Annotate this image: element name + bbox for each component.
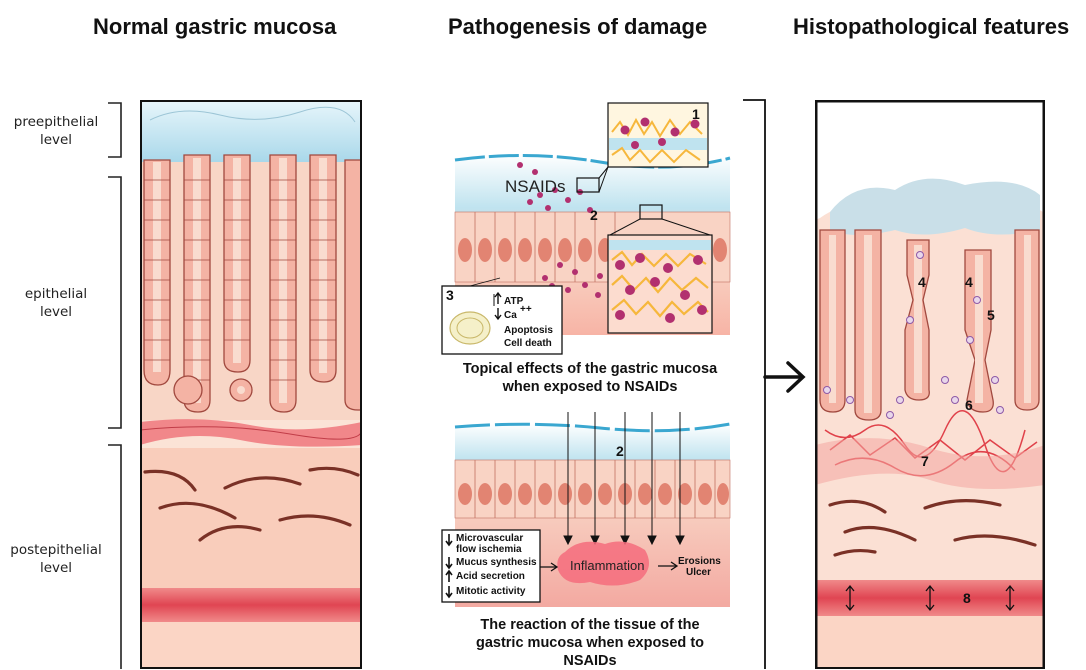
reaction-cells-row: [455, 460, 730, 518]
svg-text:Cell death: Cell death: [504, 338, 552, 349]
inflammation-label: Inflammation: [570, 558, 644, 573]
svg-text:Acid secretion: Acid secretion: [456, 571, 525, 582]
right-arrow-icon: [765, 363, 803, 391]
topical-effects-panel: NSAIDs 1 2: [440, 100, 740, 360]
bracket-epithelial: [108, 177, 121, 428]
svg-text:Erosions: Erosions: [678, 556, 721, 567]
svg-text:2: 2: [590, 207, 598, 223]
svg-text:1: 1: [692, 106, 700, 122]
bracket-preepithelial: [108, 103, 121, 157]
svg-text:flow ischemia: flow ischemia: [456, 544, 522, 555]
svg-text:Mitotic activity: Mitotic activity: [456, 586, 526, 597]
inset-1: 1: [608, 103, 708, 167]
tissue-reaction-panel: 2 Inflammation Erosions Ulcer Microvascu…: [440, 412, 740, 612]
svg-text:6: 6: [965, 397, 973, 413]
svg-text:Ca: Ca: [504, 310, 517, 321]
svg-text:7: 7: [921, 453, 929, 469]
svg-text:2: 2: [616, 443, 624, 459]
svg-text:++: ++: [520, 304, 532, 315]
title-pathogenesis: Pathogenesis of damage: [448, 14, 707, 40]
svg-text:4: 4: [965, 274, 973, 290]
svg-text:3: 3: [446, 287, 454, 303]
svg-text:Ulcer: Ulcer: [686, 567, 711, 578]
level-brackets: [0, 0, 140, 669]
svg-text:Microvascular: Microvascular: [456, 533, 523, 544]
svg-text:4: 4: [918, 274, 926, 290]
inset-2: [608, 219, 712, 333]
muscularis-propria: [140, 588, 362, 622]
svg-text:8: 8: [963, 590, 971, 606]
svg-text:Mucus synthesis: Mucus synthesis: [456, 557, 537, 568]
svg-text:5: 5: [987, 307, 995, 323]
cell-death-box: 3 ATP Ca ++ Apoptosis Cell death: [442, 278, 562, 354]
svg-text:Apoptosis: Apoptosis: [504, 325, 553, 336]
title-histopathology: Histopathological features: [793, 14, 1069, 40]
histopathology-panel: 4 4 5 6 7 8: [815, 100, 1045, 669]
mucus-layer: [140, 100, 362, 162]
reaction-effects-box: Microvascular flow ischemia Mucus synthe…: [442, 530, 540, 602]
nsaids-label: NSAIDs: [505, 177, 565, 196]
outcome-bracket: [740, 95, 810, 669]
bracket-postepithelial: [108, 445, 121, 669]
normal-mucosa-panel: [140, 100, 362, 669]
